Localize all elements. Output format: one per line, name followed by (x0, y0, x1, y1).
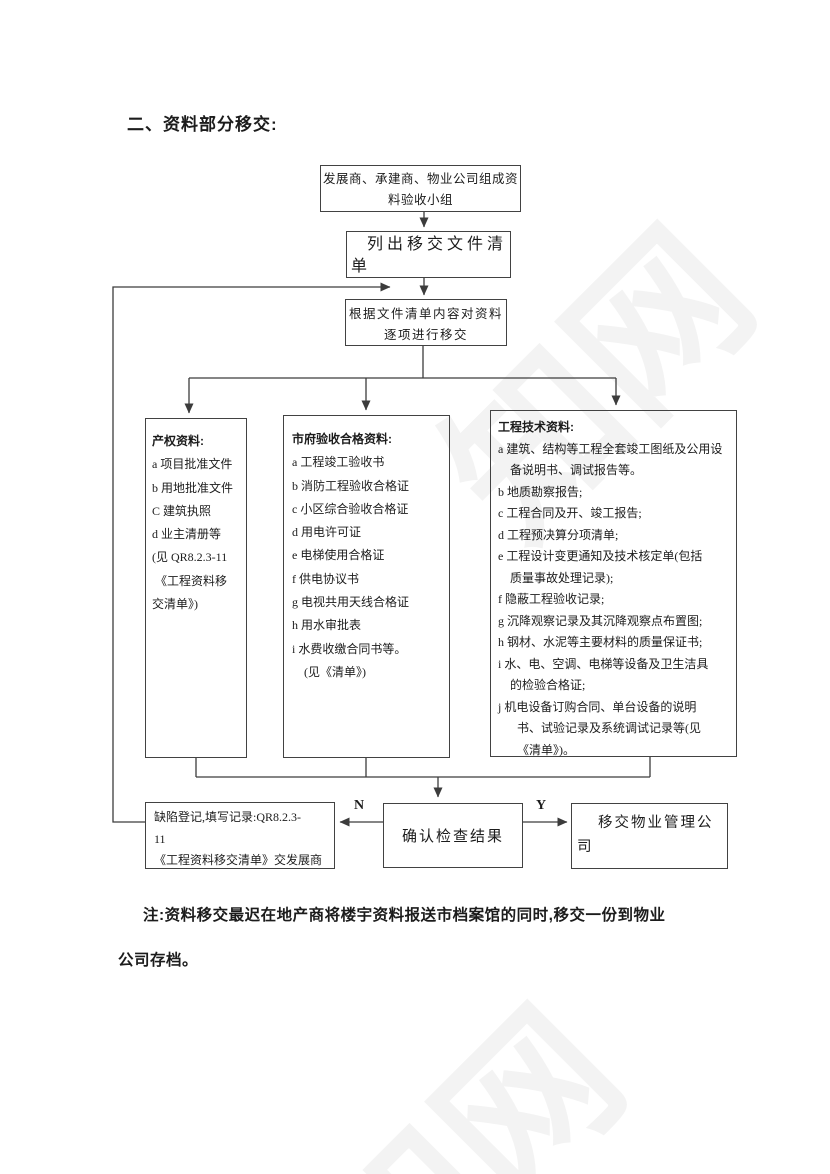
flow-box-handover-to-property-company: 移交物业管理公 司 (571, 803, 728, 869)
list-item: e 工程设计变更通知及技术核定单(包括 (498, 549, 703, 563)
flow-box-transfer-by-list: 根据文件清单内容对资料 逐项进行移交 (345, 299, 507, 346)
list-item: g 电视共用天线合格证 (292, 595, 410, 610)
flow-box-confirm-check-result: 确认检查结果 (383, 803, 523, 868)
text-line: 移交物业管理公 (598, 815, 714, 831)
text-line: 确认检查结果 (401, 829, 504, 845)
list-item: i 水费收缴合同书等。 (292, 641, 407, 656)
flow-box-defect-registration: 缺陷登记,填写记录:QR8.2.3- 11 《工程资料移交清单》交发展商 (145, 802, 335, 869)
list-item: h 钢材、水泥等主要材料的质量保证书; (498, 635, 703, 649)
list-item: c 工程合同及开、竣工报告; (498, 506, 642, 520)
list-item: a 建筑、结构等工程全套竣工图纸及公用设 (498, 441, 723, 456)
list-item: i 水、电、空调、电梯等设备及卫生洁具 (498, 656, 709, 671)
list-item: e 电梯使用合格证 (292, 548, 385, 563)
branch-label-yes: Y (536, 798, 547, 813)
list-item: 的检验合格证; (510, 678, 586, 692)
text-line: 逐项进行移交 (383, 328, 468, 342)
text-line: 发展商、承建商、物业公司组成资 (322, 172, 518, 186)
text-line: 单 (351, 258, 372, 275)
list-item: h 用水审批表 (292, 618, 362, 633)
list-item: 书、试验记录及系统调试记录等(见 (517, 721, 701, 735)
list-item: d 工程预决算分项清单; (498, 527, 619, 542)
flow-box-government-acceptance-documents: 市府验收合格资料: a 工程竣工验收书 b 消防工程验收合格证 c 小区综合验收… (283, 415, 450, 758)
text-line: 料验收小组 (387, 193, 453, 207)
list-item: 备说明书、调试报告等。 (510, 463, 643, 477)
section-title: 二、资料部分移交: (127, 115, 278, 134)
flow-box-list-documents: 列出移交文件清 单 (346, 231, 511, 278)
text-line: 根据文件清单内容对资料 (348, 307, 503, 321)
flow-box-technical-documents: 工程技术资料: a 建筑、结构等工程全套竣工图纸及公用设 备说明书、调试报告等。… (490, 410, 737, 757)
list-item: g 沉降观察记录及其沉降观察点布置图; (498, 613, 703, 628)
footer-note-line: 公司存档。 (118, 952, 199, 969)
list-item: 《清单》)。 (517, 742, 575, 757)
text-line: 司 (577, 839, 594, 855)
list-item: C 建筑执照 (152, 503, 212, 518)
list-item: c 小区综合验收合格证 (292, 501, 409, 516)
list-item: 交清单》) (152, 597, 198, 612)
category-title: 工程技术资料: (498, 420, 574, 434)
list-item: (见《清单》) (304, 664, 366, 679)
branch-label-no: N (354, 798, 365, 813)
list-item: d 用电许可证 (292, 525, 362, 540)
list-item: f 隐蔽工程验收记录; (498, 592, 605, 606)
list-item: j 机电设备订购合同、单台设备的说明 (498, 699, 697, 714)
list-item: a 工程竣工验收书 (292, 455, 385, 470)
list-item: d 业主清册等 (152, 527, 222, 542)
list-item: (见 QR8.2.3-11 (152, 550, 228, 565)
list-item: b 用地批准文件 (152, 480, 234, 495)
text-line: 缺陷登记,填写记录:QR8.2.3- (154, 810, 302, 824)
footer-note-line: 注:资料移交最迟在地产商将楼宇资料报送市档案馆的同时,移交一份到物业 (143, 907, 666, 924)
list-item: 质量事故处理记录); (510, 570, 614, 585)
list-item: a 项目批准文件 (152, 457, 233, 472)
text-line: 11 (154, 831, 166, 846)
text-line: 《工程资料移交清单》交发展商 (154, 853, 323, 867)
flow-box-property-documents: 产权资料: a 项目批准文件 b 用地批准文件 C 建筑执照 d 业主清册等 (… (145, 418, 247, 758)
list-item: 《工程资料移 (155, 573, 228, 588)
text-line: 列出移交文件清 (367, 236, 508, 253)
list-item: f 供电协议书 (292, 571, 359, 586)
category-title: 市府验收合格资料: (292, 432, 392, 446)
flow-box-acceptance-team: 发展商、承建商、物业公司组成资 料验收小组 (320, 165, 521, 212)
list-item: b 消防工程验收合格证 (292, 478, 410, 493)
category-title: 产权资料: (152, 434, 204, 448)
list-item: b 地质勘察报告; (498, 484, 583, 499)
